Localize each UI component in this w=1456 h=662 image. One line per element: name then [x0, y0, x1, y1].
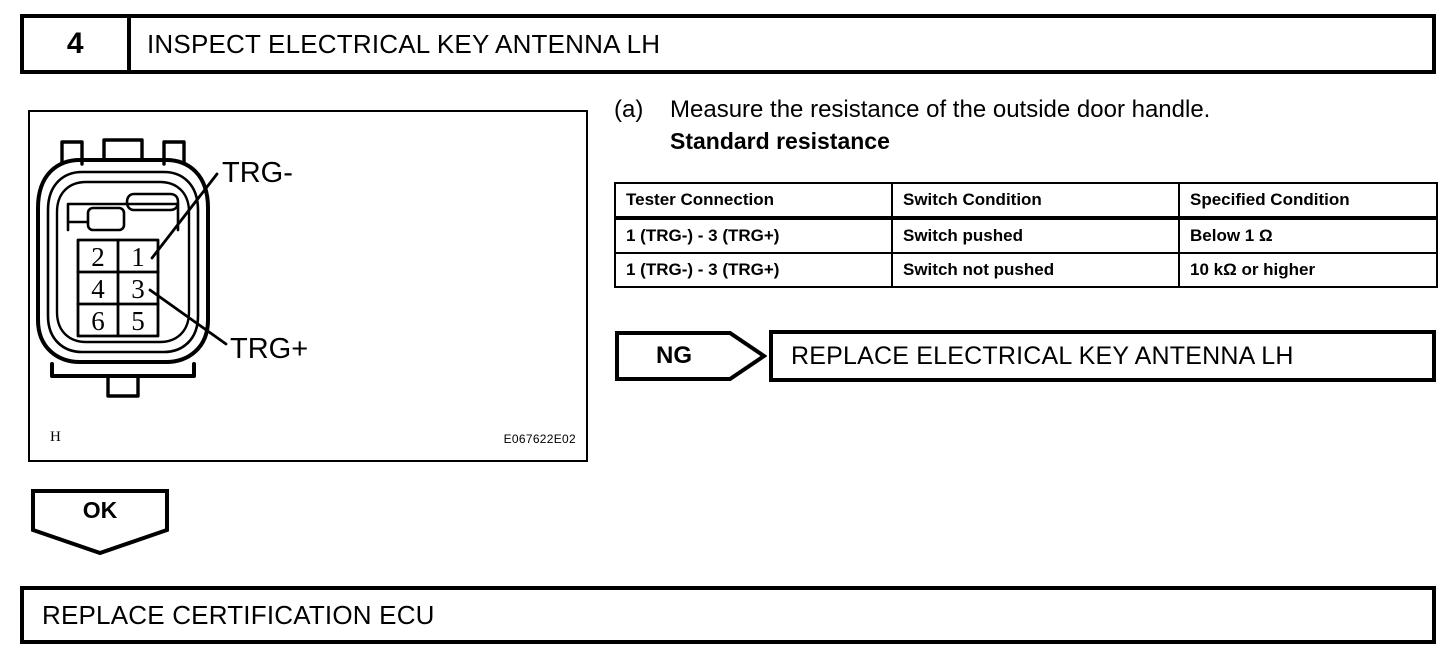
connector-keyway-large-slot: [125, 192, 180, 212]
connector-top-tab-left: [60, 140, 84, 166]
connector-bottom-flange: [50, 362, 196, 378]
connector-top-tab-center: [102, 138, 144, 160]
connector-outer-shell: [36, 158, 210, 364]
column-header-specified-condition: Specified Condition: [1178, 182, 1438, 220]
instruction-row: (a) Measure the resistance of the outsid…: [614, 96, 1434, 124]
figure-corner-label: H: [50, 429, 61, 445]
cell-specified-condition: 10 kΩ or higher: [1178, 252, 1438, 288]
connector-keyway-frame: [66, 202, 180, 232]
cell-tester-connection: 1 (TRG-) - 3 (TRG+): [614, 217, 893, 254]
pin-label-3: 3: [131, 274, 145, 304]
figure-id-label: E067622E02: [503, 432, 576, 446]
connector-keyway-small-slot: [86, 206, 126, 232]
connector-figure-panel: 2 1 4 3 6 5 TRG- TRG+ H E067622E02: [28, 110, 588, 462]
step-header-bar: 4 INSPECT ELECTRICAL KEY ANTENNA LH: [20, 14, 1436, 74]
callout-labels: TRG- TRG+: [222, 157, 308, 365]
pin-label-5: 5: [131, 306, 145, 336]
callout-leader-trg-minus: [150, 172, 219, 260]
cell-switch-condition: Switch pushed: [891, 217, 1180, 254]
step-title: INSPECT ELECTRICAL KEY ANTENNA LH: [147, 28, 661, 59]
connector-top-tab-right: [162, 140, 186, 166]
pin-label-2: 2: [91, 242, 105, 272]
final-action-text: REPLACE CERTIFICATION ECU: [42, 599, 435, 630]
final-action-box: REPLACE CERTIFICATION ECU: [20, 586, 1436, 644]
cell-tester-connection: 1 (TRG-) - 3 (TRG+): [614, 252, 893, 288]
connector-inner-shell-1: [46, 170, 200, 354]
callout-label-trg-minus: TRG-: [222, 157, 293, 189]
cell-specified-condition: Below 1 Ω: [1178, 217, 1438, 254]
table-row: 1 (TRG-) - 3 (TRG+) Switch not pushed 10…: [614, 252, 1438, 288]
table-row: 1 (TRG-) - 3 (TRG+) Switch pushed Below …: [614, 217, 1438, 254]
column-header-tester-connection: Tester Connection: [614, 182, 893, 220]
callout-label-trg-plus: TRG+: [230, 333, 308, 365]
step-title-cell: INSPECT ELECTRICAL KEY ANTENNA LH: [131, 18, 1432, 70]
connector-inner-shell-2: [55, 180, 191, 344]
connector-bottom-tab: [106, 374, 140, 398]
step-number-cell: 4: [24, 18, 131, 70]
instruction-block: (a) Measure the resistance of the outsid…: [614, 96, 1434, 156]
ng-result-box: REPLACE ELECTRICAL KEY ANTENNA LH: [769, 330, 1436, 382]
ok-arrow-shape: [31, 489, 169, 556]
pin-label-4: 4: [91, 274, 105, 304]
ng-arrow-shape: [615, 331, 767, 381]
instruction-marker: (a): [614, 96, 644, 123]
standard-resistance-label: Standard resistance: [670, 128, 890, 155]
cell-switch-condition: Switch not pushed: [891, 252, 1180, 288]
step-number: 4: [66, 27, 85, 60]
specification-table: Tester Connection Switch Condition Speci…: [614, 182, 1438, 288]
table-header-row: Tester Connection Switch Condition Speci…: [614, 182, 1438, 220]
column-header-switch-condition: Switch Condition: [891, 182, 1180, 220]
pin-label-6: 6: [91, 306, 105, 336]
ng-branch-row: NG REPLACE ELECTRICAL KEY ANTENNA LH: [614, 330, 1436, 382]
instruction-text: Measure the resistance of the outside do…: [670, 96, 1211, 123]
pin-label-1: 1: [131, 242, 145, 272]
pin-number-labels: 2 1 4 3 6 5: [91, 242, 145, 336]
ng-result-text: REPLACE ELECTRICAL KEY ANTENNA LH: [791, 341, 1294, 370]
ok-branch: OK: [30, 488, 170, 556]
ng-label: NG: [656, 342, 692, 369]
connector-diagram: 2 1 4 3 6 5 TRG- TRG+: [36, 138, 308, 398]
connector-pin-grid: [76, 238, 160, 338]
callout-leader-trg-plus: [148, 288, 228, 346]
ok-label: OK: [82, 496, 118, 523]
